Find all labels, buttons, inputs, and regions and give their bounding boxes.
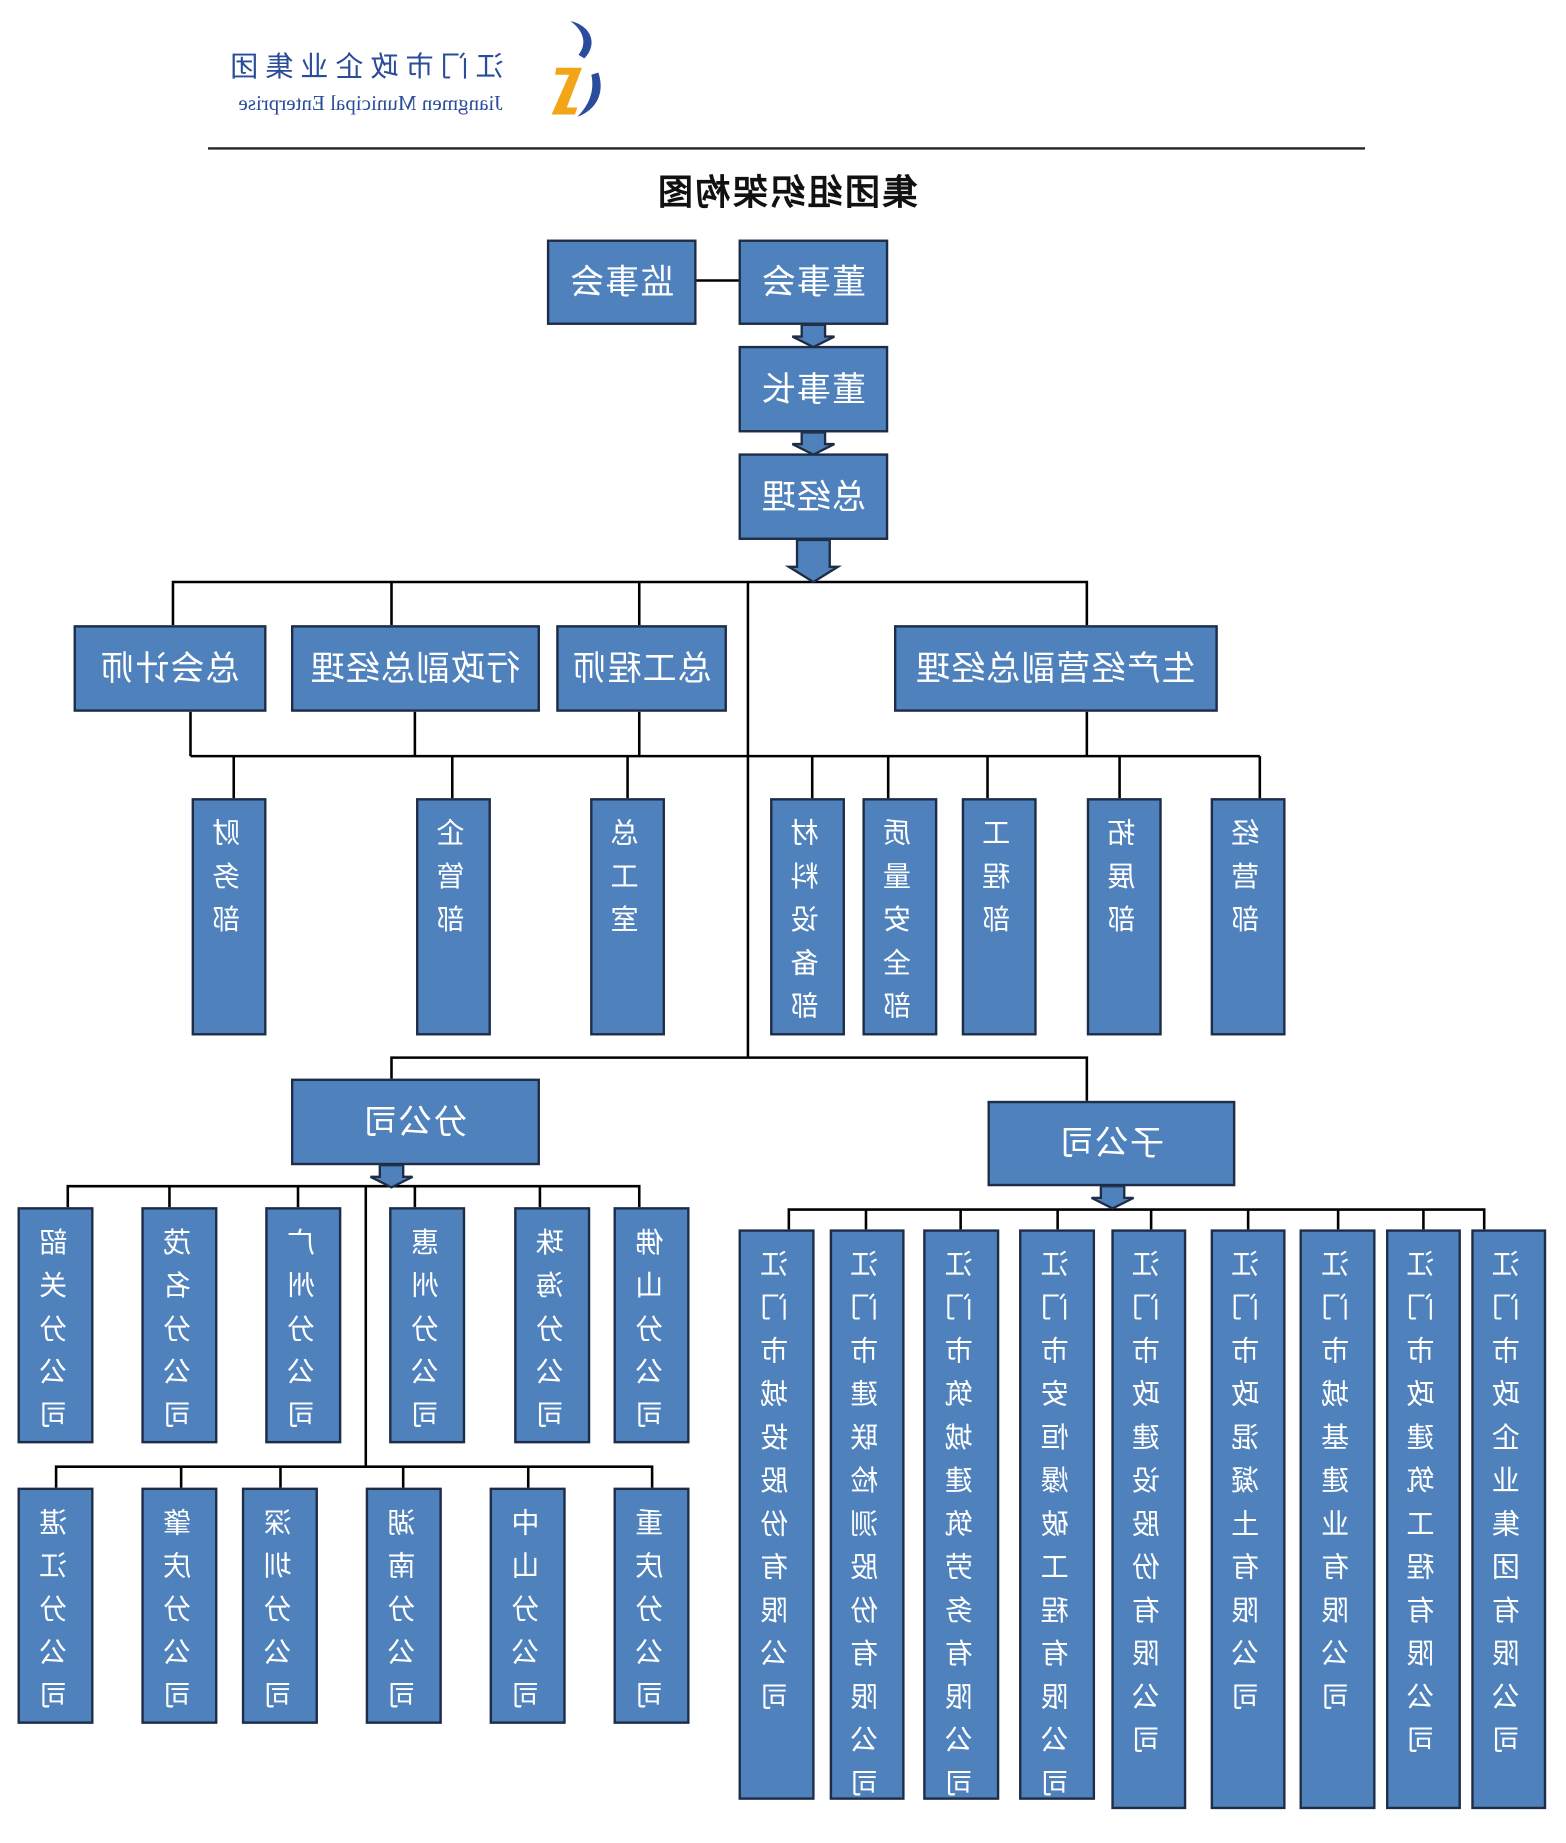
department-box: 拓展部 <box>1086 798 1162 1036</box>
subsidiaries-label: 子公司 <box>1058 1123 1164 1163</box>
connector-branches <box>54 1184 654 1488</box>
connector-branch-subsidiary-split <box>390 1056 1089 1101</box>
branch-label: 湖南分公司 <box>387 1507 421 1724</box>
department-label: 质量安全部 <box>883 818 917 1035</box>
chief-accountant-box: 总会计师 <box>73 625 267 712</box>
subsidiary-label: 江门市城基建业有限公司 <box>1321 1249 1354 1725</box>
header-divider <box>208 147 1365 150</box>
subsidiary-box: 江门市筑城建筑劳务有限公司 <box>923 1229 1000 1800</box>
supervisory-board-box: 监事会 <box>546 239 697 325</box>
branch-label: 惠州分公司 <box>410 1227 444 1444</box>
branch-box: 湖南分公司 <box>365 1487 442 1724</box>
department-box: 材料设备部 <box>770 798 845 1036</box>
branch-label: 佛山分公司 <box>635 1227 668 1444</box>
subsidiary-label: 江门市政建筑工程有限公司 <box>1407 1249 1440 1769</box>
subsidiary-label: 江门市城投股份有限公司 <box>760 1249 793 1725</box>
arrow-branch-hub-down <box>369 1163 414 1189</box>
general-manager-label: 总经理 <box>760 476 866 516</box>
subsidiary-label: 江门市政建设股份有限公司 <box>1132 1249 1166 1769</box>
department-box: 总工室 <box>590 798 665 1036</box>
department-label: 财务部 <box>212 818 246 948</box>
general-manager-box: 总经理 <box>738 453 889 540</box>
connector-subsidiaries <box>787 1208 1486 1230</box>
branch-label: 茂名分公司 <box>163 1227 196 1444</box>
subsidiary-box: 江门市政建筑工程有限公司 <box>1386 1229 1461 1810</box>
branch-box: 佛山分公司 <box>613 1207 690 1444</box>
chairman-label: 董事长 <box>760 368 866 409</box>
supervisory-board-label: 监事会 <box>569 261 675 302</box>
arrow-subsidiary-hub-down <box>1091 1185 1135 1210</box>
logo-icon <box>551 21 601 117</box>
branch-label: 广州分公司 <box>286 1227 320 1444</box>
branch-box: 广州分公司 <box>265 1207 342 1444</box>
department-label: 企管部 <box>437 818 470 948</box>
chairman-box: 董事长 <box>738 345 889 433</box>
branch-box: 中山分公司 <box>489 1487 566 1724</box>
logo-blue-arc-top <box>570 21 592 59</box>
branch-box: 深圳分公司 <box>241 1487 318 1724</box>
branch-label: 湛江分公司 <box>39 1507 72 1724</box>
subsidiary-label: 江门市建联检测股份有限公司 <box>850 1249 884 1800</box>
department-label: 拓展部 <box>1107 818 1141 948</box>
department-box: 质量安全部 <box>862 798 938 1036</box>
department-box: 企管部 <box>416 798 491 1036</box>
subsidiary-box: 江门市城投股份有限公司 <box>738 1229 815 1800</box>
subsidiary-label: 江门市安恒爆破工程有限公司 <box>1040 1249 1074 1800</box>
subsidiary-label: 江门市政企业集团有限公司 <box>1492 1249 1526 1769</box>
connector-gm-executives <box>171 580 1089 626</box>
branch-label: 肇庆分公司 <box>163 1507 196 1724</box>
subsidiaries-box: 子公司 <box>987 1100 1236 1187</box>
department-box: 财务部 <box>191 798 267 1036</box>
arrow-board-to-chairman <box>791 323 835 349</box>
subsidiary-box: 江门市建联检测股份有限公司 <box>829 1229 905 1800</box>
department-label: 工程部 <box>982 818 1016 948</box>
branch-box: 韶关分公司 <box>17 1207 94 1444</box>
branch-box: 肇庆分公司 <box>141 1487 218 1724</box>
subsidiary-box: 江门市城基建业有限公司 <box>1299 1229 1376 1810</box>
department-label: 经营部 <box>1231 818 1265 948</box>
logo-orange-bolt <box>551 67 582 115</box>
production-deputy-gm-box: 生产经营副总经理 <box>894 625 1218 712</box>
subsidiary-box: 江门市政混凝土有限公司 <box>1210 1229 1286 1810</box>
chief-engineer-box: 总工程师 <box>556 625 727 712</box>
department-label: 材料设备部 <box>791 818 824 1035</box>
arrow-gm-to-executives <box>784 538 843 584</box>
department-label: 总工室 <box>611 818 644 948</box>
branch-box: 惠州分公司 <box>389 1207 466 1444</box>
branch-label: 深圳分公司 <box>263 1507 297 1724</box>
admin-deputy-gm-box: 行政副总经理 <box>290 625 540 712</box>
subsidiary-box: 江门市政建设股份有限公司 <box>1111 1229 1187 1810</box>
branch-label: 重庆分公司 <box>635 1507 668 1724</box>
branch-box: 重庆分公司 <box>613 1487 690 1724</box>
branch-label: 珠海分公司 <box>535 1227 569 1444</box>
board-of-directors-label: 董事会 <box>760 261 866 302</box>
branch-box: 茂名分公司 <box>141 1207 218 1444</box>
department-box: 经营部 <box>1210 798 1286 1036</box>
chief-engineer-label: 总工程师 <box>571 648 712 688</box>
subsidiary-label: 江门市筑城建筑劳务有限公司 <box>944 1249 978 1800</box>
admin-deputy-gm-label: 行政副总经理 <box>310 648 521 688</box>
branch-box: 珠海分公司 <box>514 1207 591 1444</box>
connector-executives-departments <box>189 711 1262 799</box>
logo-blue-arc-bottom <box>577 72 601 117</box>
arrow-chairman-to-gm <box>791 431 835 456</box>
subsidiary-box: 江门市安恒爆破工程有限公司 <box>1019 1229 1096 1800</box>
branch-label: 韶关分公司 <box>39 1227 72 1444</box>
production-deputy-gm-label: 生产经营副总经理 <box>915 648 1197 688</box>
branch-box: 湛江分公司 <box>17 1487 94 1724</box>
chief-accountant-label: 总会计师 <box>99 648 241 688</box>
branch-companies-box: 分公司 <box>290 1078 540 1166</box>
board-of-directors-box: 董事会 <box>738 239 889 325</box>
department-box: 工程部 <box>961 798 1037 1036</box>
branch-companies-label: 分公司 <box>362 1101 469 1142</box>
branch-label: 中山分公司 <box>511 1507 545 1724</box>
subsidiary-box: 江门市政企业集团有限公司 <box>1471 1229 1547 1810</box>
subsidiary-label: 江门市政混凝土有限公司 <box>1231 1249 1265 1725</box>
